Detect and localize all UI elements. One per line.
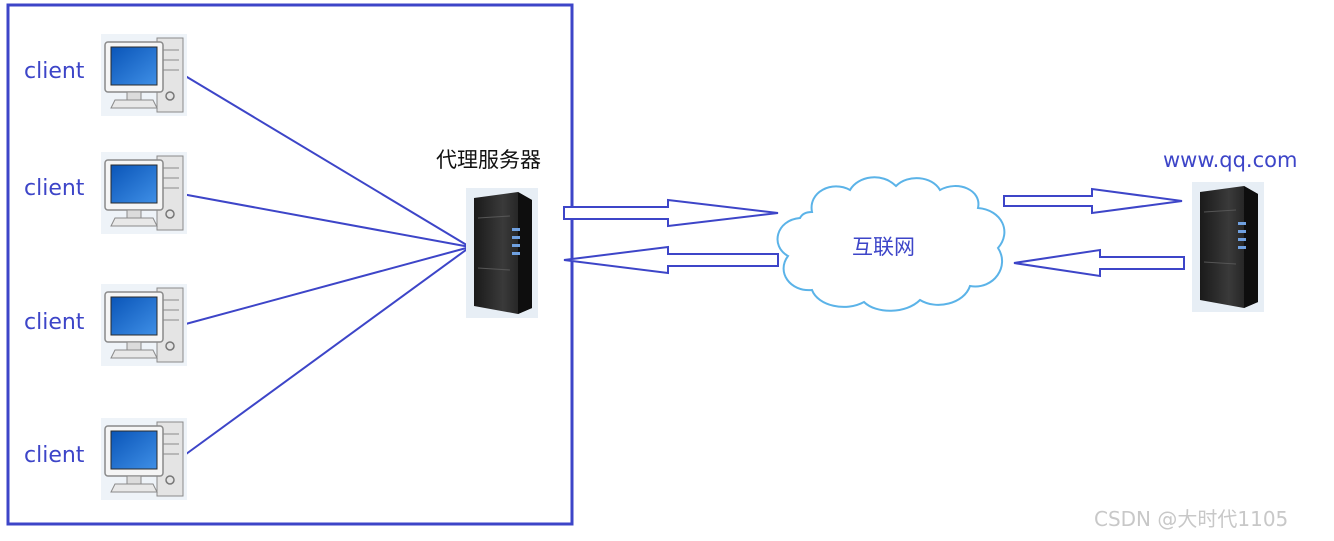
arrows-cloud-target (1003, 187, 1185, 278)
client-2-computer-icon (100, 151, 188, 235)
client-4-link (181, 246, 471, 458)
client-1-label: client (24, 59, 85, 84)
client-4-computer-icon (100, 417, 188, 501)
target-server-icon (1191, 181, 1265, 313)
client-3-label: client (24, 310, 85, 335)
proxy-server-label: 代理服务器 (436, 148, 541, 172)
client-2-link (181, 193, 471, 248)
internet-label: 互联网 (852, 235, 915, 259)
target-server-label: www.qq.com (1163, 148, 1298, 172)
lan-boundary-box (6, 3, 574, 526)
client-2-label: client (24, 176, 85, 201)
internet-cloud-icon (776, 176, 1006, 312)
watermark: CSDN @大时代1105 (1094, 507, 1289, 531)
client-4-label: client (24, 443, 85, 468)
arrows-proxy-cloud (563, 198, 779, 275)
client-3-link (181, 246, 471, 326)
arrow-target-to-internet (1013, 248, 1185, 278)
arrow-internet-to-target (1003, 187, 1183, 215)
proxy-server-icon (465, 187, 539, 319)
arrow-proxy-to-internet (563, 198, 779, 228)
arrow-internet-to-proxy (563, 245, 779, 275)
client-3-computer-icon (100, 283, 188, 367)
client-1-link (181, 73, 471, 248)
client-1-computer-icon (100, 33, 188, 117)
client-connections (181, 73, 471, 458)
